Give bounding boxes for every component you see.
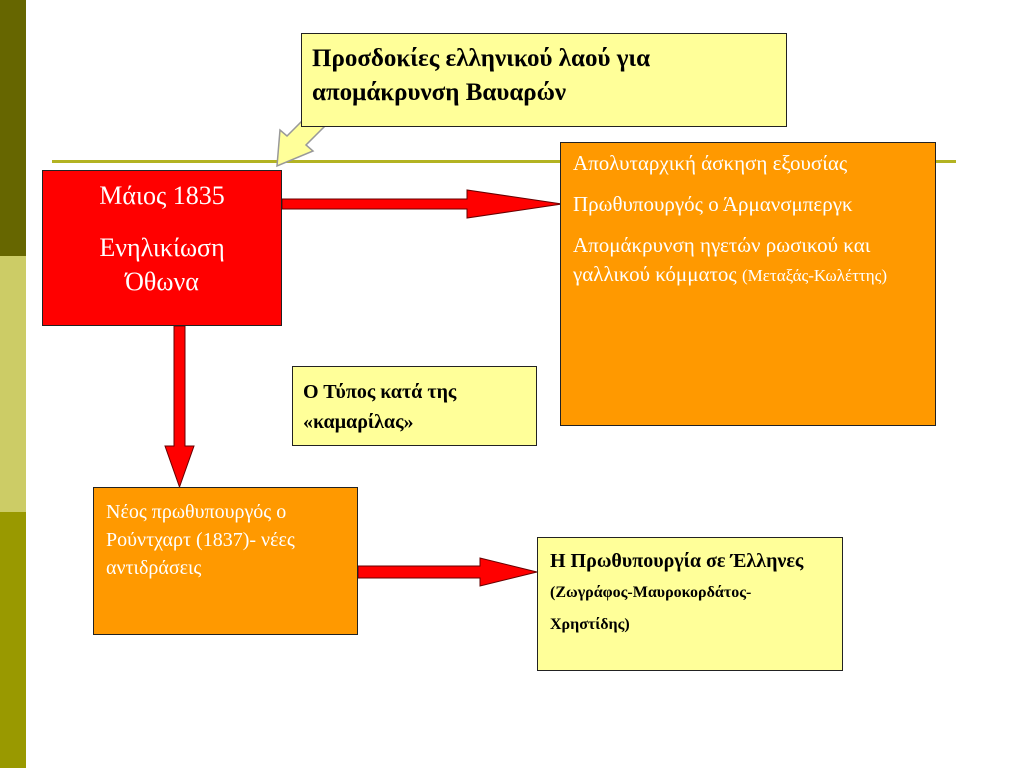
- greek-premiership-title: Η Πρωθυπουργία σε Έλληνες: [550, 550, 804, 572]
- absolutism-item-3-text: Απομάκρυνση ηγετών ρωσικού και γαλλικού …: [573, 233, 871, 286]
- decor-band-top: [0, 0, 26, 256]
- press-box: Ο Τύπος κατά της «καμαρίλας»: [292, 366, 537, 446]
- absolutism-item-2: Πρωθυπουργός ο Άρμανσμπεργκ: [573, 192, 853, 216]
- arrow-right-icon: [357, 557, 538, 587]
- rudhart-text: Νέος πρωθυπουργός ο Ρούντχαρτ (1837)- νέ…: [106, 501, 295, 579]
- expectations-box: Προσδοκίες ελληνικού λαού για απομάκρυνσ…: [301, 33, 787, 127]
- expectations-line-2: απομάκρυνση Βαυαρών: [312, 79, 567, 106]
- absolutism-box: Απολυταρχική άσκηση εξουσίας Πρωθυπουργό…: [560, 142, 936, 426]
- greek-premiership-names: (Ζωγράφος-Μαυροκορδάτος-Χρηστίδης): [550, 584, 752, 633]
- date-label: Μάιος 1835: [99, 181, 225, 210]
- otto-label: Όθωνα: [125, 267, 199, 296]
- horizontal-rule: [52, 160, 956, 163]
- absolutism-item-1: Απολυταρχική άσκηση εξουσίας: [573, 151, 848, 175]
- otto-coming-of-age-box: Μάιος 1835 Ενηλικίωση Όθωνα: [42, 170, 282, 326]
- absolutism-item-3: Απομάκρυνση ηγετών ρωσικού και γαλλικού …: [573, 231, 923, 290]
- coming-of-age-label: Ενηλικίωση: [99, 233, 225, 262]
- arrow-right-icon: [281, 189, 563, 219]
- press-text: Ο Τύπος κατά της «καμαρίλας»: [303, 381, 457, 433]
- rudhart-box: Νέος πρωθυπουργός ο Ρούντχαρτ (1837)- νέ…: [93, 487, 358, 635]
- decor-band-middle: [0, 256, 26, 512]
- arrow-down-icon: [164, 325, 195, 489]
- absolutism-item-3-names: (Μεταξάς-Κωλέττης): [741, 266, 888, 285]
- decor-band-bottom: [0, 512, 26, 768]
- greek-premiership-box: Η Πρωθυπουργία σε Έλληνες (Ζωγράφος-Μαυρ…: [537, 537, 843, 671]
- greek-premiership-text: Η Πρωθυπουργία σε Έλληνες (Ζωγράφος-Μαυρ…: [550, 546, 830, 640]
- expectations-line-1: Προσδοκίες ελληνικού λαού για: [312, 45, 651, 72]
